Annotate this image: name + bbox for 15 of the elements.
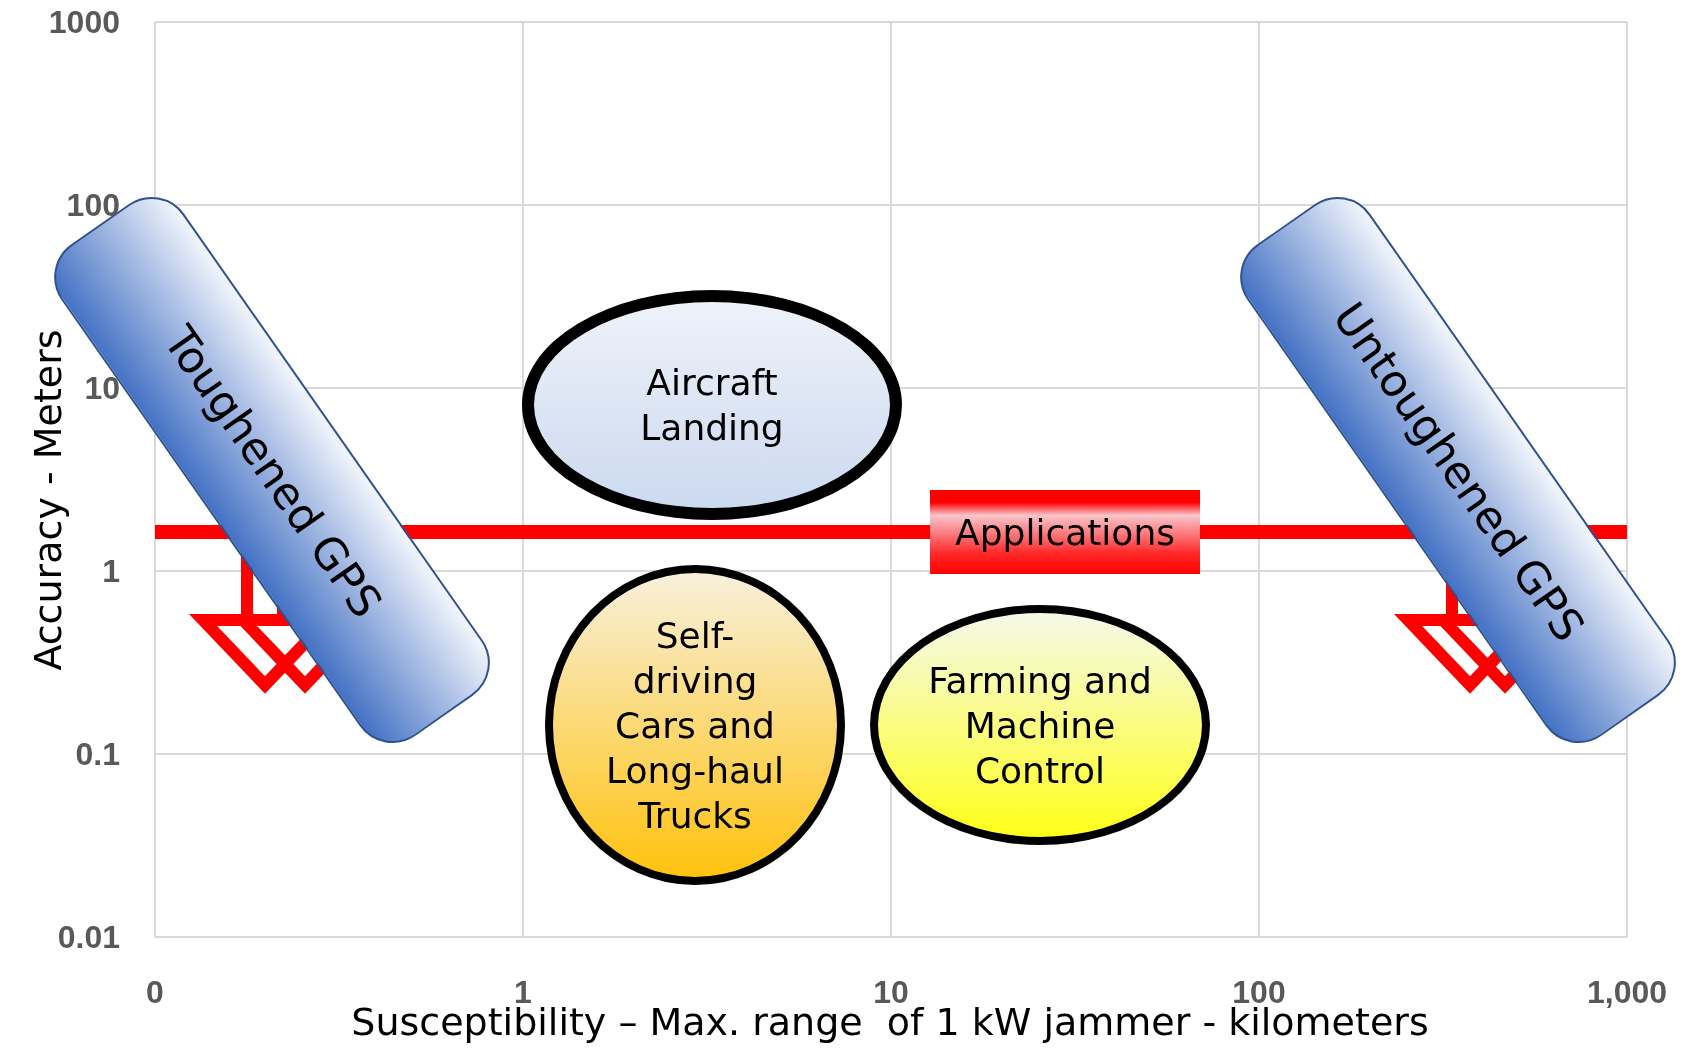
shape-label: Applications (955, 510, 1175, 555)
tick-label: 1000 (48, 3, 120, 41)
tick-label: 0.01 (57, 918, 120, 956)
highlight-bar (930, 490, 1200, 574)
tick-label: 10 (873, 973, 909, 1010)
tick-label: 0.1 (75, 735, 120, 773)
shape-label: Farming and Machine Control (927, 658, 1153, 793)
shape-label: Aircraft Landing (639, 361, 785, 450)
tick-label: 100 (66, 186, 120, 224)
tick-label: 1,000 (1586, 973, 1668, 1011)
shape-label: Self-driving Cars and Long-haul Trucks (605, 613, 785, 838)
tick-label: 1 (102, 552, 120, 590)
tick-label: 10 (84, 369, 120, 407)
axis-title: Accuracy - Meters (26, 329, 70, 671)
tick-label: 0 (146, 973, 164, 1011)
